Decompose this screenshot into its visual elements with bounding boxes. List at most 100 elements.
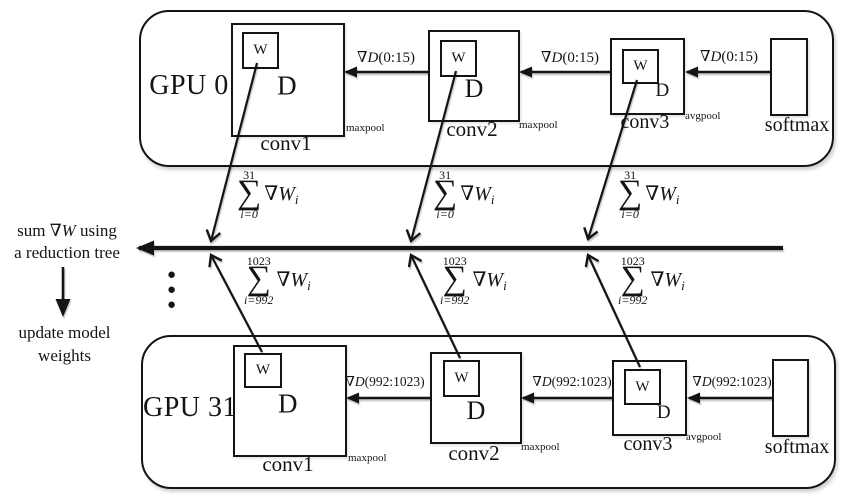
- gpu31-title: GPU 31: [142, 392, 237, 423]
- gpu31-conv3-w-label: W: [635, 378, 650, 395]
- weight-variable: W: [61, 221, 76, 240]
- update-weights-label-line2: weights: [38, 346, 91, 365]
- weight-variable: W: [486, 268, 504, 291]
- sum-index: i: [307, 277, 311, 293]
- update-weights-label-line1: update model: [18, 323, 111, 342]
- gpu0-conv2-pool-label: maxpool: [519, 119, 558, 131]
- gpu0-conv1-pool-label: maxpool: [346, 122, 385, 134]
- gpu31-grad-label-1: ∇D(992:1023): [343, 374, 427, 390]
- sigma-symbol: ∑: [618, 174, 643, 211]
- gpu31-softmax-box: [772, 359, 809, 437]
- nabla-symbol: ∇: [700, 49, 711, 65]
- nabla-symbol: ∇: [49, 221, 62, 240]
- gpu31-conv3-weights-box: W: [624, 369, 661, 405]
- gpu0-title: GPU 0: [149, 70, 229, 101]
- sum-gradw-bottom-1: 1023 ∑ i=992 ∇Wi: [244, 255, 311, 306]
- grad-range: (992:1023): [364, 374, 425, 389]
- gpu0-conv3-pool-label: avgpool: [685, 110, 721, 122]
- gpu0-conv2-weights-box: W: [440, 40, 477, 77]
- gpu0-conv1-box: W D: [231, 23, 345, 137]
- ellipsis-dot: ●: [167, 267, 177, 283]
- sum-gradw-bottom-2: 1023 ∑ i=992 ∇Wi: [440, 255, 507, 306]
- gpu31-conv3-caption: conv3: [623, 433, 673, 455]
- sigma-symbol: ∑: [620, 260, 645, 297]
- gpu31-conv2-box: W D: [430, 352, 522, 444]
- gpu0-softmax-box: [770, 38, 808, 116]
- gpu31-conv2-w-label: W: [454, 370, 469, 386]
- grad-variable: D: [551, 50, 563, 66]
- gpu0-conv1-caption: conv1: [260, 131, 312, 155]
- nabla-symbol: ∇: [345, 374, 355, 389]
- nabla-symbol: ∇: [357, 50, 368, 66]
- sum-gradw-top-1: 31 ∑ i=0 ∇Wi: [237, 169, 299, 220]
- gpu31-conv1-data-label: D: [278, 388, 298, 419]
- nabla-symbol: ∇: [692, 374, 702, 389]
- sum-lower-limit: i=0: [621, 206, 639, 221]
- gpu0-conv3-box: W D: [610, 38, 685, 115]
- weight-variable: W: [290, 268, 308, 291]
- gpu31-group-outline: [141, 335, 836, 489]
- gpu31-conv2-caption: conv2: [448, 441, 500, 465]
- sum-gradw-top-2: 31 ∑ i=0 ∇Wi: [433, 169, 495, 220]
- sigma-symbol: ∑: [433, 174, 458, 211]
- sum-index: i: [675, 191, 680, 207]
- grad-variable: D: [701, 374, 712, 389]
- gpu31-conv1-box: W D: [233, 345, 347, 457]
- reduction-label-line2: a reduction tree: [14, 243, 120, 262]
- gpu0-conv3-weights-box: W: [622, 49, 659, 84]
- gpu31-conv1-pool-label: maxpool: [348, 452, 387, 464]
- sum-lower-limit: i=0: [436, 206, 454, 221]
- weight-variable: W: [664, 268, 682, 291]
- nabla-symbol: ∇: [532, 374, 542, 389]
- gpu0-grad-label-3: ∇D(0:15): [687, 47, 771, 66]
- gpu0-conv2-caption: conv2: [446, 117, 498, 141]
- gpu31-conv3-box: W D: [612, 360, 687, 436]
- nabla-symbol: ∇: [276, 268, 291, 291]
- sum-gradw-top-3: 31 ∑ i=0 ∇Wi: [618, 169, 680, 220]
- grad-variable: D: [710, 49, 722, 65]
- gpu0-softmax-caption: softmax: [764, 114, 830, 136]
- grad-range: (992:1023): [711, 374, 772, 389]
- gpu0-grad-label-2: ∇D(0:15): [528, 48, 612, 67]
- grad-range: (992:1023): [551, 374, 612, 389]
- weight-variable: W: [659, 182, 676, 205]
- nabla-symbol: ∇: [472, 268, 487, 291]
- gpu0-group-outline: [139, 10, 834, 167]
- ellipsis-dot: ●: [167, 282, 177, 298]
- gpu0-conv3-data-label: D: [655, 80, 670, 102]
- gpu31-grad-label-2: ∇D(992:1023): [530, 374, 614, 390]
- grad-variable: D: [354, 374, 365, 389]
- gpu0-conv1-data-label: D: [277, 70, 297, 100]
- sum-index: i: [294, 191, 299, 207]
- sigma-symbol: ∑: [442, 260, 467, 297]
- gpu0-grad-label-1: ∇D(0:15): [344, 48, 428, 67]
- gpu0-conv3-caption: conv3: [620, 111, 670, 133]
- nabla-symbol: ∇: [645, 182, 660, 205]
- sum-lower-limit: i=992: [618, 292, 648, 307]
- gpu0-conv1-weights-box: W: [242, 32, 279, 69]
- nabla-symbol: ∇: [264, 182, 279, 205]
- gpu31-conv1-weights-box: W: [244, 353, 282, 388]
- sum-lower-limit: i=992: [440, 292, 470, 307]
- gpu31-softmax-caption: softmax: [764, 436, 830, 458]
- gpu31-grad-label-3: ∇D(992:1023): [690, 374, 774, 390]
- sigma-symbol: ∑: [246, 260, 271, 297]
- sum-gradw-bottom-3: 1023 ∑ i=992 ∇Wi: [618, 255, 685, 306]
- nabla-symbol: ∇: [541, 50, 552, 66]
- weight-variable: W: [474, 182, 491, 205]
- grad-variable: D: [541, 374, 552, 389]
- gpu31-conv2-weights-box: W: [443, 360, 480, 397]
- vertical-ellipsis-icon: ● ● ●: [167, 268, 176, 313]
- sum-lower-limit: i=0: [240, 206, 258, 221]
- gpu31-conv2-data-label: D: [466, 396, 486, 426]
- gpu31-conv2-pool-label: maxpool: [521, 441, 560, 453]
- sum-index: i: [490, 191, 495, 207]
- sum-index: i: [503, 277, 507, 293]
- reduction-label-line1: sum ∇W using: [2, 221, 132, 241]
- label-text: sum: [17, 221, 50, 240]
- grad-range: (0:15): [378, 50, 415, 66]
- gpu0-conv3-w-label: W: [633, 58, 648, 74]
- gpu31-conv3-data-label: D: [656, 402, 671, 424]
- nabla-symbol: ∇: [460, 182, 475, 205]
